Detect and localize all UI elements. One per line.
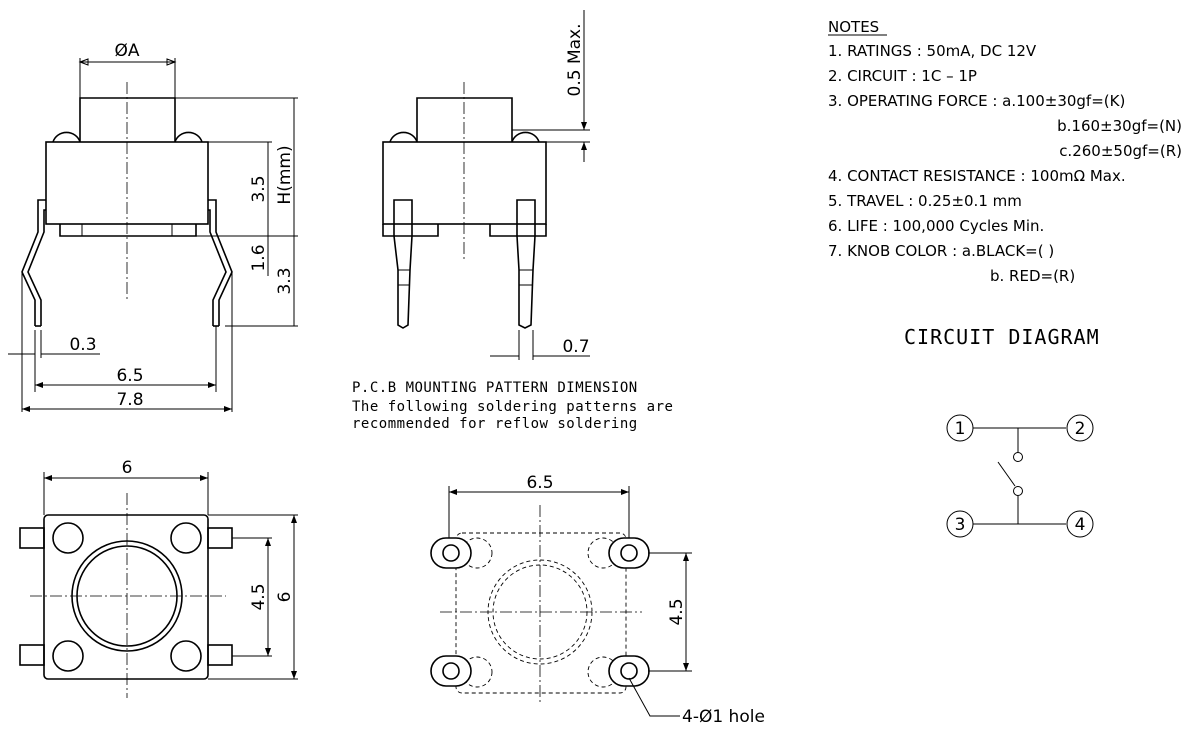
notes: NOTES 1. RATINGS : 50mA, DC 12V 2. CIRCU… xyxy=(828,18,1182,285)
dim-6-top: 6 xyxy=(122,458,133,478)
note-5: 5. TRAVEL : 0.25±0.1 mm xyxy=(828,192,1022,210)
note-2: 2. CIRCUIT : 1C – 1P xyxy=(828,67,977,85)
note-1: 1. RATINGS : 50mA, DC 12V xyxy=(828,42,1037,60)
front-view: ØA 3.5 H(mm) 1.6 3.3 0.3 6.5 7.8 xyxy=(8,41,298,412)
note-7: 7. KNOB COLOR : a.BLACK=( ) xyxy=(828,242,1054,260)
dim-4-5-top: 4.5 xyxy=(249,583,269,610)
pcb-line-1: The following soldering patterns are xyxy=(352,399,673,415)
side-view: 0.5 Max. 0.7 xyxy=(382,10,590,360)
note-7b: b. RED=(R) xyxy=(990,267,1075,285)
dim-7-8: 7.8 xyxy=(116,390,143,410)
hole-label: 4-Ø1 hole xyxy=(682,707,765,727)
pcb-title: P.C.B MOUNTING PATTERN DIMENSION xyxy=(352,380,638,396)
note-3b: b.160±30gf=(N) xyxy=(1057,117,1182,135)
pin-1: 1 xyxy=(955,419,966,439)
pin-2: 2 xyxy=(1075,419,1086,439)
dim-3-5: 3.5 xyxy=(249,175,269,202)
pin-4: 4 xyxy=(1075,515,1086,535)
dim-4-5-pcb: 4.5 xyxy=(667,598,687,625)
notes-heading: NOTES xyxy=(828,18,879,36)
pcb-pattern-view: 6.5 4.5 4-Ø1 hole xyxy=(430,473,765,727)
dim-3-3: 3.3 xyxy=(275,267,295,294)
dim-6-5-pcb: 6.5 xyxy=(526,473,553,493)
note-4: 4. CONTACT RESISTANCE : 100mΩ Max. xyxy=(828,167,1126,185)
pcb-line-2: recommended for reflow soldering xyxy=(352,416,638,432)
top-view: 6 4.5 6 xyxy=(19,458,298,698)
note-3c: c.260±50gf=(R) xyxy=(1059,142,1182,160)
note-3: 3. OPERATING FORCE : a.100±30gf=(K) xyxy=(828,92,1125,110)
dim-6-5-side: 6.5 xyxy=(116,366,143,386)
dim-0-7: 0.7 xyxy=(562,337,589,357)
circuit-title: CIRCUIT DIAGRAM xyxy=(904,325,1100,349)
dim-phi-a: ØA xyxy=(114,41,139,61)
dim-h-mm: H(mm) xyxy=(275,145,295,204)
dim-1-6: 1.6 xyxy=(249,244,269,271)
circuit-diagram: CIRCUIT DIAGRAM 1 2 3 4 xyxy=(904,325,1100,538)
note-6: 6. LIFE : 100,000 Cycles Min. xyxy=(828,217,1044,235)
dim-0-3: 0.3 xyxy=(69,335,96,355)
dim-6-right: 6 xyxy=(275,592,295,603)
pin-3: 3 xyxy=(955,515,966,535)
dim-0-5-max: 0.5 Max. xyxy=(565,24,585,97)
